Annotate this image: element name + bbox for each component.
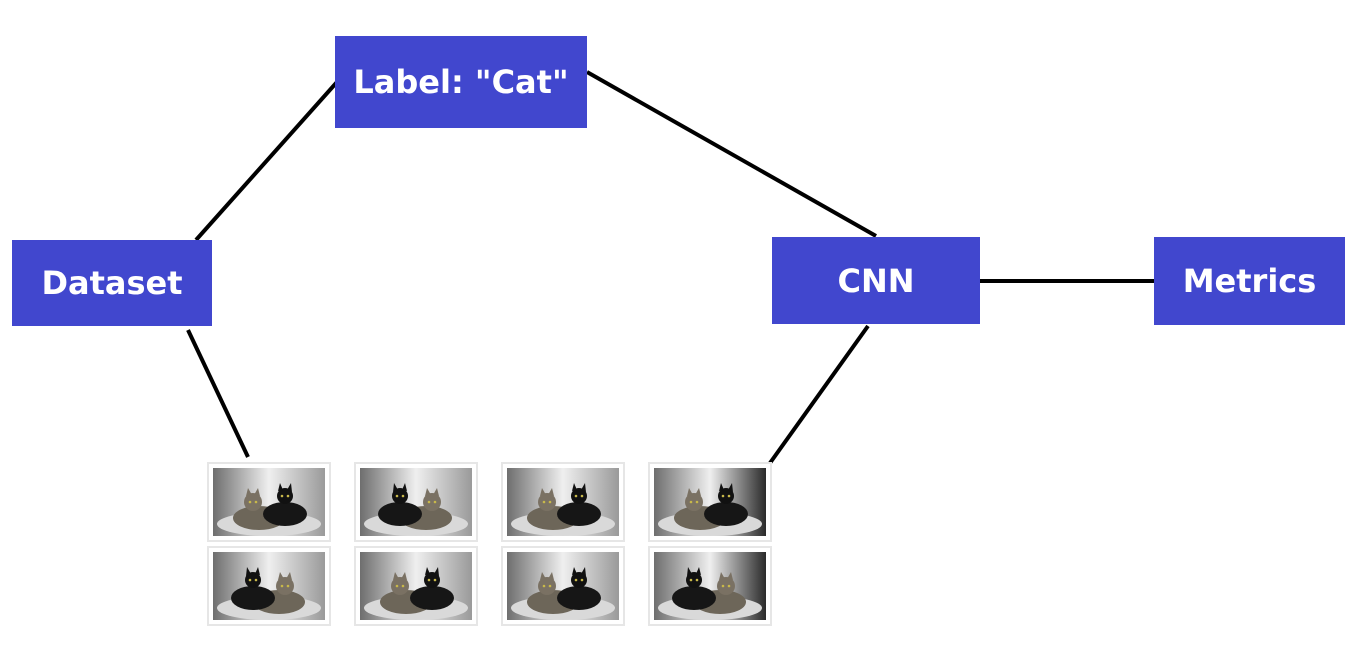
dataset-node: Dataset xyxy=(12,240,212,326)
cat-photo-thumbnail xyxy=(501,462,625,542)
label-node-text: Label: "Cat" xyxy=(353,63,569,101)
cat-photo-icon xyxy=(654,468,766,536)
metrics-node: Metrics xyxy=(1154,237,1345,325)
cat-photo-thumbnail xyxy=(648,546,772,626)
cat-photo-icon xyxy=(213,468,325,536)
cat-photo-icon xyxy=(507,552,619,620)
cnn-node-text: CNN xyxy=(837,261,915,300)
edge-dataset-label xyxy=(194,80,339,242)
cat-photo-icon xyxy=(360,468,472,536)
cat-photo-thumbnail xyxy=(207,546,331,626)
edge-label-cnn xyxy=(586,70,877,238)
label-node: Label: "Cat" xyxy=(335,36,587,128)
edge-cnn-images xyxy=(768,324,870,465)
edge-dataset-images xyxy=(186,329,250,458)
cat-photo-thumbnail xyxy=(207,462,331,542)
cat-photo-icon xyxy=(654,552,766,620)
cat-photo-thumbnail xyxy=(354,546,478,626)
cat-photo-thumbnail xyxy=(501,546,625,626)
dataset-node-text: Dataset xyxy=(41,264,183,302)
image-thumbnails xyxy=(207,462,775,630)
cnn-node: CNN xyxy=(772,237,980,324)
cat-photo-thumbnail xyxy=(354,462,478,542)
cat-photo-icon xyxy=(360,552,472,620)
cat-photo-icon xyxy=(507,468,619,536)
cat-photo-icon xyxy=(213,552,325,620)
metrics-node-text: Metrics xyxy=(1182,262,1317,300)
cat-photo-thumbnail xyxy=(648,462,772,542)
